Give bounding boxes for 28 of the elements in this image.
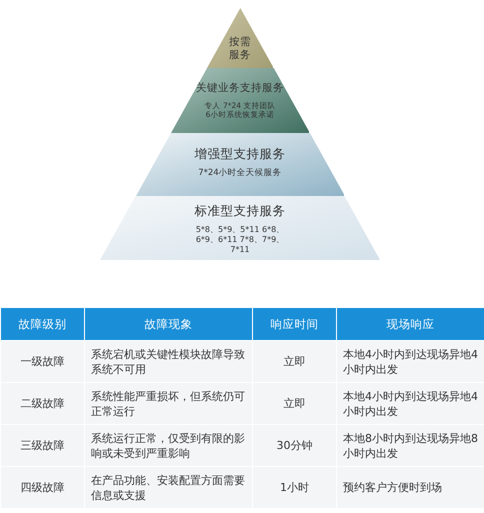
tier-description: 5*8、5*9、5*11 6*8、6*9、6*11 7*8、7*9、7*11	[195, 224, 285, 254]
table-cell: 立即	[252, 382, 336, 424]
table-cell: 一级故障	[0, 340, 84, 382]
table-cell: 系统性能严重损坏，但系统仍可正常运行	[84, 382, 252, 424]
pyramid-tier	[100, 196, 380, 260]
tier-title: 按需服务	[228, 36, 252, 61]
tier-description: 7*24小时全天候服务	[197, 168, 283, 178]
table-cell: 本地4小时内到达现场异地4小时内出发	[336, 382, 484, 424]
table-cell: 30分钟	[252, 424, 336, 466]
header-cell: 故障现象	[84, 308, 252, 340]
table-cell: 系统运行正常，仅受到有限的影响或未受到严重影响	[84, 424, 252, 466]
table-cell: 本地8小时内到达现场异地8小时内出发	[336, 424, 484, 466]
table-cell: 四级故障	[0, 466, 84, 508]
table-cell: 预约客户方便时到场	[336, 466, 484, 508]
table-cell: 1小时	[252, 466, 336, 508]
table-cell: 系统宕机或关键性模块故障导致系统不可用	[84, 340, 252, 382]
header-cell: 故障级别	[0, 308, 84, 340]
table-cell: 三级故障	[0, 424, 84, 466]
header-cell: 现场响应	[336, 308, 484, 340]
table-cell: 立即	[252, 340, 336, 382]
tier-title: 增强型支持服务	[193, 147, 286, 162]
table-cell: 在产品功能、安装配置方面需要信息或支援	[84, 466, 252, 508]
table-cell: 二级故障	[0, 382, 84, 424]
pyramid-tier	[136, 133, 344, 196]
table-cell: 本地4小时内到达现场异地4小时内出发	[336, 340, 484, 382]
header-cell: 响应时间	[252, 308, 336, 340]
tier-title: 关键业务支持服务	[194, 82, 285, 94]
tier-title: 标准型支持服务	[194, 204, 286, 218]
